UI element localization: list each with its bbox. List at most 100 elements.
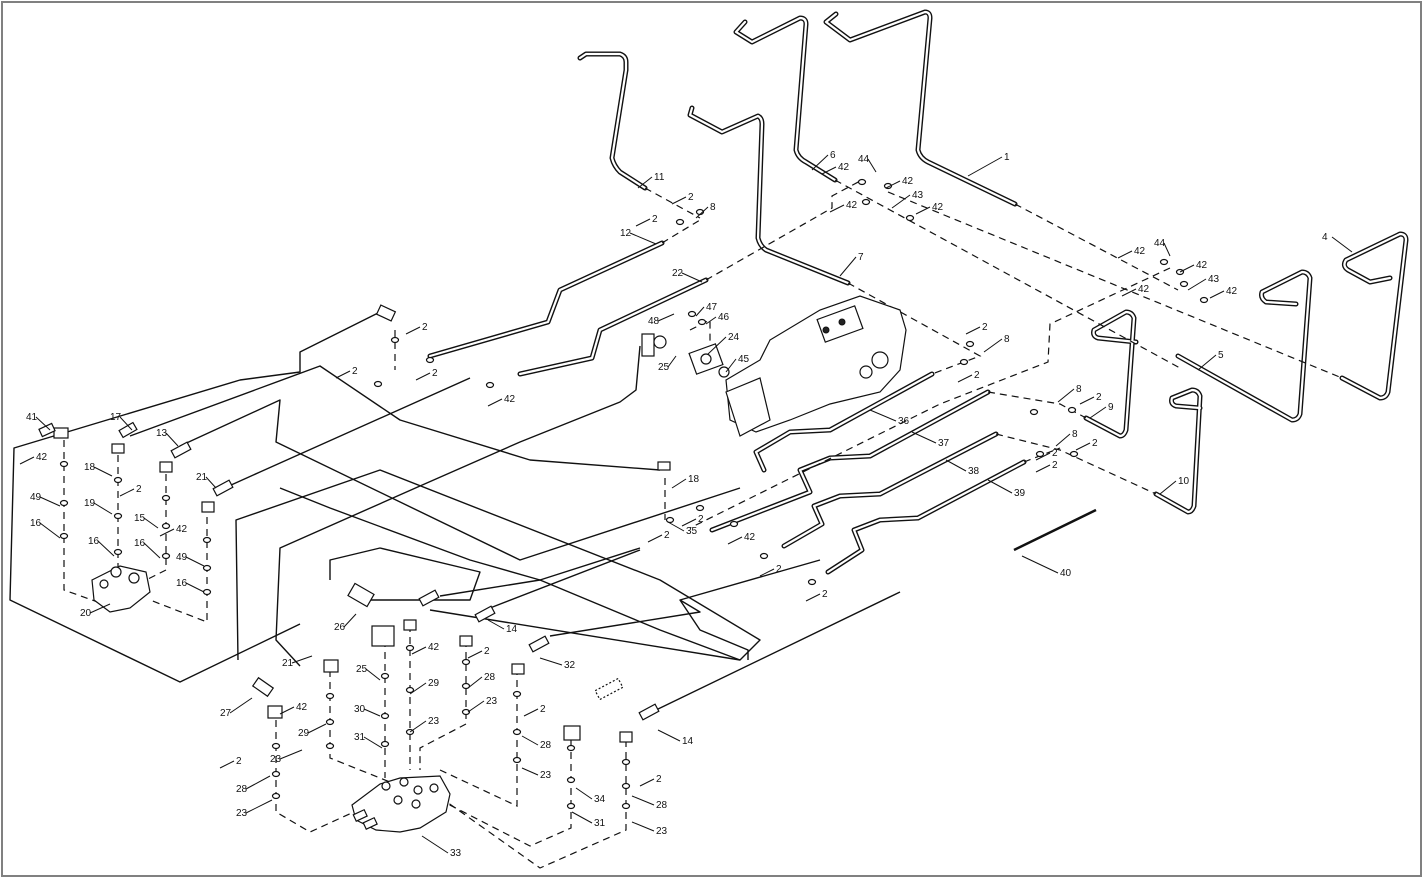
leader-line xyxy=(1117,250,1133,259)
o-ring-seal xyxy=(271,742,281,750)
callout-9: 9 xyxy=(1108,402,1114,413)
callout-49: 49 xyxy=(30,492,42,503)
callout-25: 25 xyxy=(356,664,368,675)
callout-23: 23 xyxy=(236,808,248,819)
leader-line xyxy=(1163,242,1171,257)
hoses xyxy=(9,311,901,711)
tube-36 xyxy=(753,371,935,473)
o-ring-seal xyxy=(675,218,685,226)
leader-line xyxy=(987,479,1013,494)
callout-13: 13 xyxy=(156,428,168,439)
o-ring-seal xyxy=(512,728,522,736)
leader-line xyxy=(1331,236,1353,253)
o-ring-seal xyxy=(461,708,471,716)
o-ring-seal xyxy=(965,340,975,348)
callout-28: 28 xyxy=(484,672,496,683)
o-ring-seal xyxy=(380,672,390,680)
leader-line xyxy=(363,708,381,717)
o-ring-seal xyxy=(59,499,69,507)
leader-line xyxy=(415,372,431,381)
elbow-41 xyxy=(53,427,69,439)
o-ring-seal xyxy=(113,512,123,520)
callout-44: 44 xyxy=(1154,238,1166,249)
callout-44: 44 xyxy=(858,154,870,165)
leader-line xyxy=(707,336,727,355)
o-ring-seal xyxy=(883,182,893,190)
leader-line xyxy=(811,154,829,171)
callout-2: 2 xyxy=(652,214,658,225)
tube-22 xyxy=(517,277,709,377)
leader-line xyxy=(957,374,973,383)
o-ring-seal xyxy=(905,214,915,222)
callout-28: 28 xyxy=(656,800,668,811)
leader-line xyxy=(411,646,427,655)
callout-2: 2 xyxy=(822,589,828,600)
o-ring-seal xyxy=(59,460,69,468)
o-ring-seal xyxy=(380,712,390,720)
callout-26: 26 xyxy=(334,622,346,633)
callout-16: 16 xyxy=(176,578,188,589)
callout-43: 43 xyxy=(1208,274,1220,285)
o-ring-seal xyxy=(461,682,471,690)
callout-20: 20 xyxy=(80,608,92,619)
tube-4 xyxy=(1339,231,1409,401)
leader-line xyxy=(363,736,383,749)
callout-2: 2 xyxy=(982,322,988,333)
callout-21: 21 xyxy=(282,658,294,669)
leader-line xyxy=(39,522,61,539)
tube-9 xyxy=(1083,309,1139,439)
callout-42: 42 xyxy=(1196,260,1208,271)
leader-line xyxy=(635,218,651,227)
leader-line xyxy=(185,582,205,593)
leader-line xyxy=(409,682,427,695)
callout-8: 8 xyxy=(1004,334,1010,345)
leader-line xyxy=(89,603,111,614)
leader-line xyxy=(911,431,937,444)
leader-line xyxy=(467,650,483,659)
leader-line xyxy=(279,749,303,760)
o-ring-seal xyxy=(405,644,415,652)
leader-line xyxy=(405,326,421,335)
leader-line xyxy=(1035,452,1051,461)
callout-8: 8 xyxy=(710,202,716,213)
callout-42: 42 xyxy=(838,162,850,173)
callout-14: 14 xyxy=(682,736,694,747)
callout-49: 49 xyxy=(176,552,188,563)
leader-line xyxy=(821,166,837,175)
callout-16: 16 xyxy=(134,538,146,549)
callout-21: 21 xyxy=(196,472,208,483)
callout-46: 46 xyxy=(718,312,730,323)
leader-line xyxy=(671,196,687,205)
callout-18: 18 xyxy=(688,474,700,485)
o-ring-seal xyxy=(1159,258,1169,266)
leader-line xyxy=(143,517,159,529)
leader-line xyxy=(19,456,35,465)
callout-23: 23 xyxy=(540,770,552,781)
callout-16: 16 xyxy=(88,536,100,547)
leader-line xyxy=(467,700,485,713)
leader-line xyxy=(885,180,901,189)
leader-line xyxy=(365,668,381,681)
callout-2: 2 xyxy=(974,370,980,381)
leader-line xyxy=(1197,354,1217,371)
callout-10: 10 xyxy=(1178,476,1190,487)
o-ring-seal xyxy=(461,658,471,666)
o-ring-seal xyxy=(512,690,522,698)
elbow-25 xyxy=(641,333,655,357)
leader-line xyxy=(829,204,845,213)
o-ring-seal xyxy=(325,692,335,700)
callout-35: 35 xyxy=(686,526,698,537)
o-ring-seal xyxy=(959,358,969,366)
leader-line xyxy=(575,787,593,800)
leader-line xyxy=(521,735,539,746)
tube-5 xyxy=(1175,269,1313,423)
control-valve-block xyxy=(351,775,451,833)
leader-line xyxy=(965,326,981,335)
callout-40: 40 xyxy=(1060,568,1072,579)
leader-line xyxy=(119,416,133,431)
o-ring-seal xyxy=(271,792,281,800)
callout-14: 14 xyxy=(506,624,518,635)
callout-2: 2 xyxy=(236,756,242,767)
o-ring-seal xyxy=(373,380,383,388)
